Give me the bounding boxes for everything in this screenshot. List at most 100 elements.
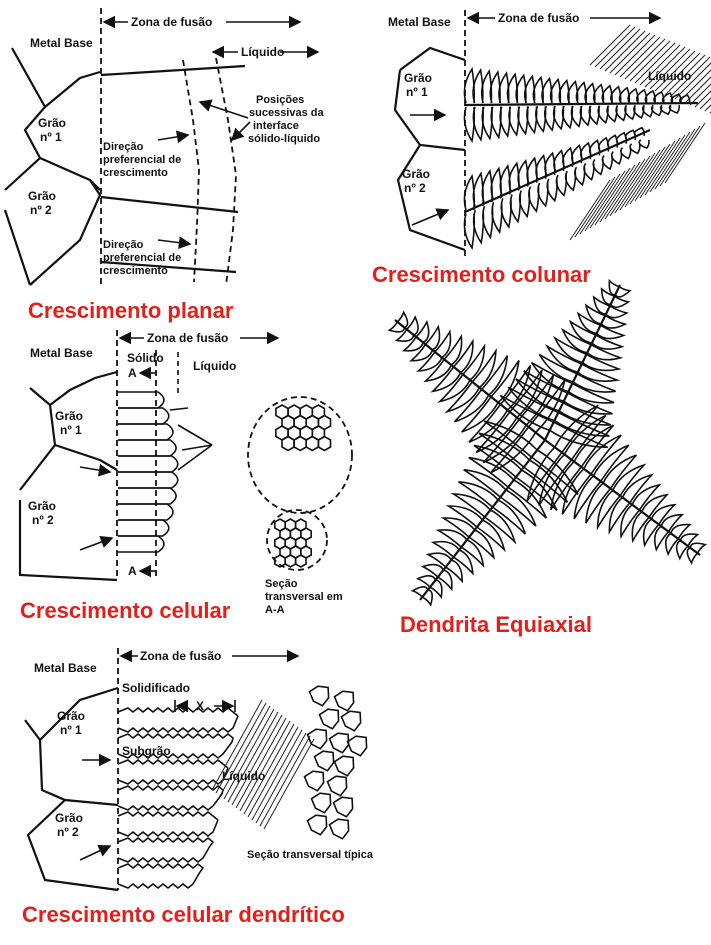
section-cell (330, 819, 349, 839)
section-cell (335, 756, 354, 776)
dendritico-section-cells (305, 686, 367, 839)
celular-grain-boundaries (20, 372, 117, 580)
section-cell (312, 793, 331, 813)
colunar-hatch-line (590, 168, 630, 228)
section-cell (330, 733, 349, 753)
dendritico-solidificado-label: Solidificado (122, 681, 190, 695)
colunar-frond (566, 171, 576, 190)
section-cell (310, 686, 329, 706)
planar-grao1-b: nº 1 (40, 130, 62, 144)
colunar-frond (593, 159, 603, 174)
celular-zona-label: Zona de fusão (147, 331, 228, 345)
celular-cell (118, 520, 169, 536)
colunar-grao1-b: nº 1 (406, 85, 428, 99)
equiaxial-dendrite (389, 281, 705, 605)
dendritico-grao2-b: nº 2 (57, 825, 79, 839)
planar-metal-base-label: Metal Base (30, 36, 93, 50)
colunar-hatch-line (570, 180, 610, 240)
direcao2-arrow (158, 240, 190, 244)
celular-grao1-a: Grão (55, 409, 83, 423)
section-cell (328, 776, 347, 796)
celular-secao-a: Seção (265, 578, 298, 590)
equiaxial-branch (532, 450, 578, 495)
interface-2 (216, 58, 236, 285)
colunar-frond (492, 202, 502, 232)
section-cell (334, 797, 353, 817)
planar-grao2-b: nº 2 (30, 203, 52, 217)
colunar-frond (510, 195, 520, 222)
colunar-hatch-line (615, 153, 655, 213)
section-cell (348, 736, 367, 756)
planar-direcao1-a: Direção (103, 141, 144, 153)
celular-a-bottom: A (128, 564, 137, 578)
colunar-grao2-arrow (412, 210, 448, 225)
colunar-hatch-line (645, 135, 685, 195)
colunar-hatch-line (620, 150, 660, 210)
dendritic-finger-bottom (118, 846, 210, 862)
celular-grao2-b: nº 2 (32, 513, 54, 527)
planar-posicoes-d: sólido-líquido (248, 133, 320, 145)
planar-grao1-a: Grão (38, 116, 66, 130)
colunar-grao2-b: nº 2 (404, 181, 426, 195)
dendritico-grao1-b: nº 1 (60, 723, 82, 737)
celular-cell (118, 472, 178, 488)
dendritic-finger-bottom (118, 768, 228, 784)
section-cell (305, 771, 324, 791)
section-cell (342, 711, 361, 731)
colunar-liquido-label: Líquido (648, 69, 691, 83)
planar-liquido-label: Líquido (241, 45, 284, 59)
colunar-frond (575, 167, 585, 185)
panel-celular: Zona de fusão Metal Base Sólido Líquido … (20, 330, 352, 623)
colunar-frond (639, 140, 649, 148)
equiaxial-branch (418, 576, 436, 587)
equiaxial-branch (677, 541, 688, 559)
planar-direcao2-a: Direção (103, 239, 144, 251)
colunar-frond (621, 148, 631, 159)
colunar-hatch-line (665, 123, 705, 183)
colunar-metal-base-label: Metal Base (388, 15, 451, 29)
section-cell (335, 691, 354, 711)
colunar-frond (630, 144, 640, 154)
celular-cell (118, 408, 169, 424)
dendritic-finger-top (118, 812, 218, 820)
dendritic-finger-top (118, 760, 228, 768)
colunar-frond (602, 156, 612, 170)
celular-cell (118, 488, 176, 504)
panel-planar: Zona de fusão Metal Base Líquido Grão nº… (5, 8, 324, 323)
planar-posicoes-a: Posições (256, 94, 304, 106)
celular-cell (118, 424, 173, 440)
dendritico-secao-label: Seção transversal típica (247, 849, 374, 861)
celular-cell (118, 504, 173, 520)
direcao1-arrow (158, 135, 188, 140)
dendritic-finger-top (118, 864, 203, 872)
celular-cell (118, 536, 164, 552)
section-cell (308, 815, 327, 835)
colunar-frond (474, 210, 484, 243)
planar-direcao1-b: preferencial de (103, 154, 181, 166)
dendritico-zona-label: Zona de fusão (140, 649, 221, 663)
equiaxial-branch (568, 384, 614, 403)
colunar-zona-label: Zona de fusão (498, 11, 579, 25)
dendritico-metal-base-label: Metal Base (34, 661, 97, 675)
planar-growth-line-mid (101, 197, 238, 212)
dendritic-finger-top (118, 734, 233, 742)
planar-direcao2-c: crescimento (103, 265, 168, 277)
equiaxial-branch (598, 490, 620, 527)
equiaxial-title: Dendrita Equiaxial (400, 612, 592, 637)
hex-cell (285, 555, 295, 567)
colunar-frond (529, 187, 539, 211)
celular-metal-base-label: Metal Base (30, 346, 93, 360)
colunar-frond (501, 198, 511, 227)
colunar-frond (464, 214, 474, 248)
dendritic-finger-bottom (118, 716, 238, 732)
colunar-hatch-line (635, 141, 675, 201)
colunar-hatch-line (705, 71, 711, 111)
celular-cell (118, 456, 178, 472)
colunar-grao1-a: Grão (404, 71, 432, 85)
hex-cell (306, 437, 318, 451)
celular-grao1-b: nº 1 (60, 423, 82, 437)
colunar-hatch-line (625, 147, 665, 207)
dendritico-title: Crescimento celular dendrítico (22, 902, 345, 927)
hex-cell (296, 555, 306, 567)
